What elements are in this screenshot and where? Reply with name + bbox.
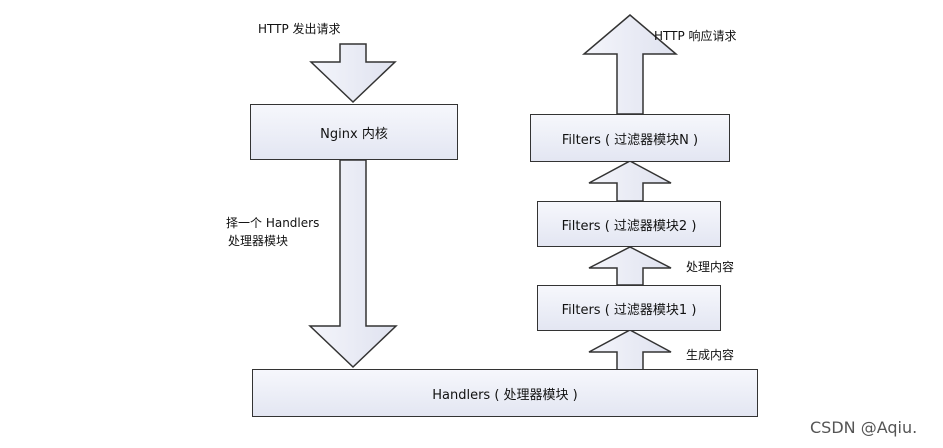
http-response-label: HTTP 响应请求	[654, 29, 737, 43]
arrow-process-content-up	[588, 246, 672, 286]
arrow-select-handler-down	[308, 159, 398, 369]
http-request-label: HTTP 发出请求	[258, 22, 341, 36]
nginx-core-box: Nginx 内核	[250, 104, 458, 160]
filter-n-box: Filters ( 过滤器模块N )	[530, 114, 730, 162]
generate-content-label: 生成内容	[686, 348, 735, 362]
arrow-generate-content-up	[588, 329, 672, 371]
filter-2-box: Filters ( 过滤器模块2 )	[537, 201, 721, 247]
csdn-watermark: CSDN @Aqiu.	[810, 418, 918, 437]
handlers-box: Handlers ( 处理器模块 )	[252, 369, 758, 417]
arrow-request-down	[309, 43, 397, 104]
arrow-response-up	[581, 14, 679, 115]
filter-1-box: Filters ( 过滤器模块1 )	[537, 285, 721, 331]
arrow-filter-chain-up	[588, 160, 672, 202]
select-handler-label-line2: 处理器模块	[228, 234, 289, 248]
select-handler-label-line1: 择一个 Handlers	[226, 216, 320, 230]
process-content-label: 处理内容	[686, 260, 735, 274]
